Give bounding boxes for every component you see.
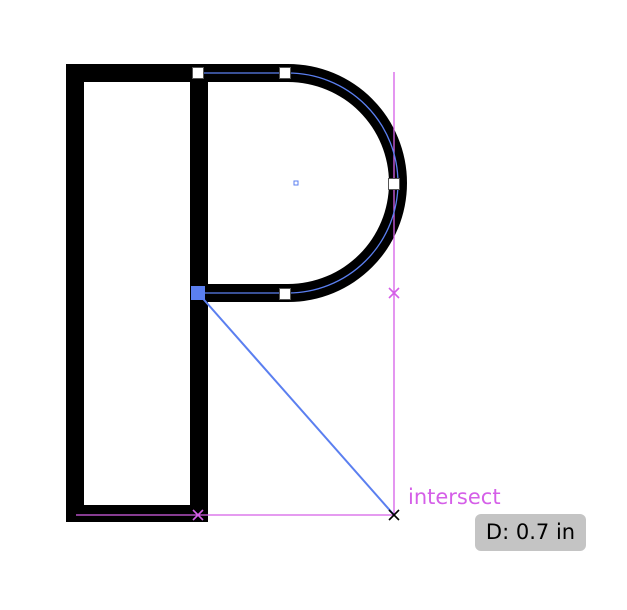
center-point-icon	[293, 180, 299, 186]
distance-tooltip: D: 0.7 in	[475, 514, 586, 551]
anchor-point-selected[interactable]	[191, 286, 205, 300]
x-mark-icon	[388, 287, 400, 299]
tooltip-unit: in	[555, 520, 576, 544]
smart-guide-label: intersect	[408, 485, 501, 509]
crosshair-icon	[388, 509, 400, 521]
tooltip-prefix: D:	[485, 520, 510, 544]
anchor-point-top-right[interactable]	[279, 67, 291, 79]
tooltip-value: 0.7	[515, 520, 550, 544]
x-mark-icon	[192, 509, 204, 521]
anchor-point-right-middle[interactable]	[388, 178, 400, 190]
anchor-point-top-left[interactable]	[192, 67, 204, 79]
drawing-segment	[197, 292, 395, 516]
anchor-point-bottom-right[interactable]	[279, 288, 291, 300]
